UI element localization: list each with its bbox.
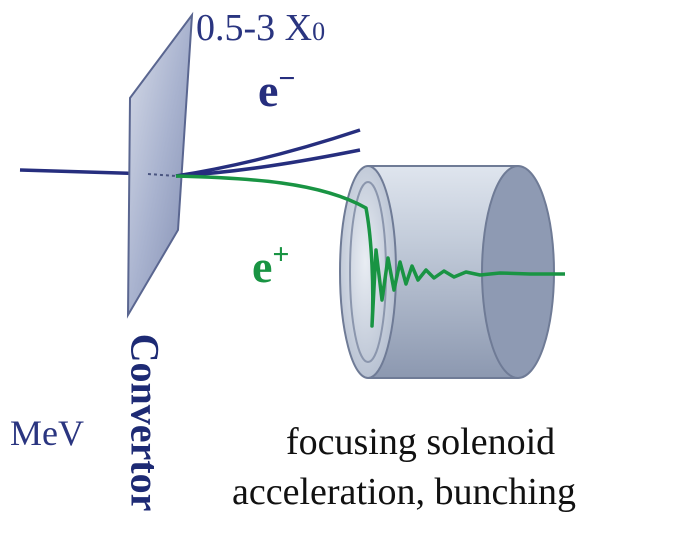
solenoid-caption-line1: focusing solenoid xyxy=(286,421,556,463)
positron-track xyxy=(175,174,565,328)
electron-track-upper xyxy=(175,128,361,178)
positron-label: e+ xyxy=(252,238,290,292)
solenoid-caption-line2: acceleration, bunching xyxy=(232,471,576,513)
electron-track-lower xyxy=(175,148,361,178)
electron-sign: − xyxy=(278,62,296,95)
positron-sign: + xyxy=(272,238,290,271)
beam-through-plate xyxy=(147,173,177,177)
electron-label: e− xyxy=(258,62,296,116)
converter-thickness-label: 0.5-3 X0 xyxy=(196,7,326,49)
thickness-subscript: 0 xyxy=(312,17,326,46)
converter-plate xyxy=(126,11,194,319)
beam-energy-label: MeV xyxy=(10,413,84,453)
converter-label: Convertor xyxy=(122,333,168,511)
